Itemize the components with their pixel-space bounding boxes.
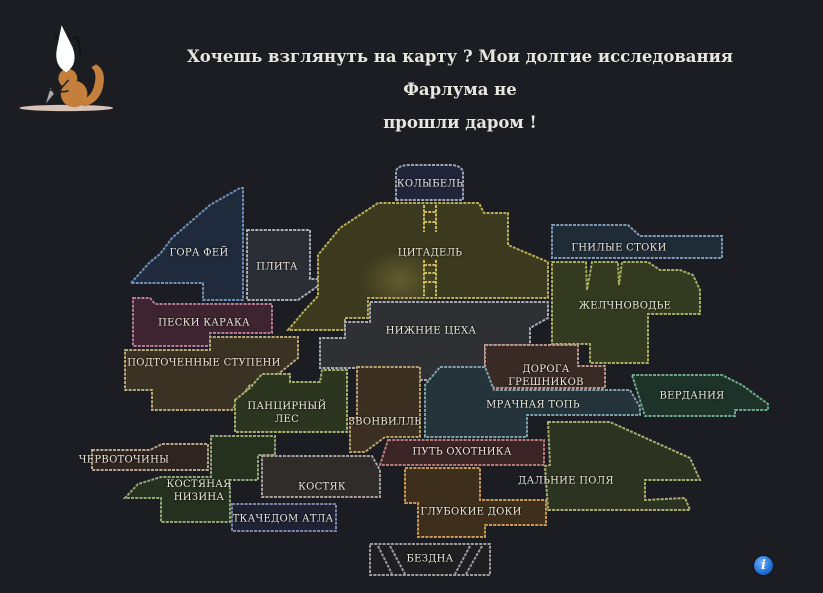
region-citadel[interactable] [285, 202, 549, 331]
region-zhelchnovode[interactable] [551, 261, 701, 364]
region-peski-karaka[interactable] [132, 297, 273, 347]
region-glubokie-doki[interactable] [404, 467, 547, 538]
region-vardaniya[interactable] [630, 374, 769, 417]
mascot-cartographer-icon [19, 25, 114, 112]
page-title: Хочешь взглянуть на карту ? Мои долгие и… [160, 40, 760, 139]
title-line-1: Хочешь взглянуть на карту ? Мои долгие и… [187, 47, 733, 99]
region-dalnie-polya[interactable] [543, 421, 702, 511]
region-bezdna[interactable] [369, 543, 491, 576]
region-put-okhotnika[interactable] [378, 439, 545, 466]
info-button[interactable]: i [754, 556, 773, 575]
region-chervotochiny[interactable] [91, 443, 209, 471]
region-mrachnaya-top[interactable] [424, 366, 641, 438]
region-kostyak[interactable] [261, 455, 381, 498]
region-doroga-greshnikov[interactable] [484, 344, 606, 389]
region-pancirny-les[interactable] [234, 369, 348, 433]
title-line-2: прошли даром ! [383, 113, 537, 132]
region-tkachedom-atla[interactable] [231, 503, 337, 532]
region-kolybel[interactable] [395, 164, 464, 201]
region-plita[interactable] [246, 229, 332, 301]
region-gnilye-stoki[interactable] [551, 224, 723, 259]
info-icon: i [761, 558, 766, 573]
region-gora-fei[interactable] [128, 187, 244, 301]
region-zvonvill[interactable] [349, 366, 421, 453]
